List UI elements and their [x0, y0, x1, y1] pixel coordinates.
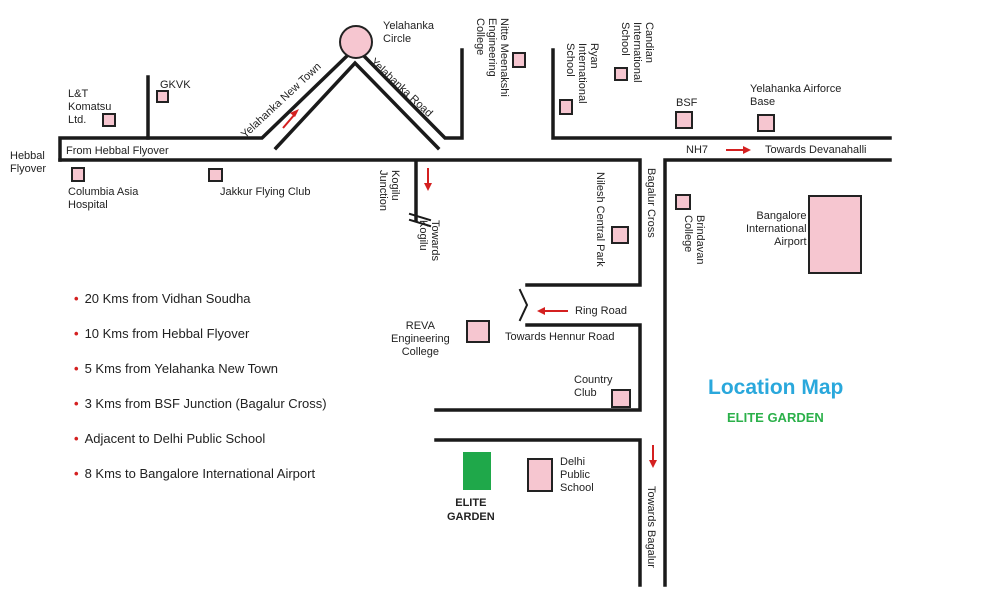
- label-yelahanka-circle: Yelahanka Circle: [383, 20, 434, 45]
- arrow-ring-road: [537, 307, 568, 315]
- highlight-text: 20 Kms from Vidhan Soudha: [84, 291, 251, 306]
- highlight-item: • 10 Kms from Hebbal Flyover: [74, 325, 327, 360]
- label-brindavan: Brindavan College: [682, 215, 706, 265]
- landmarks: [71, 52, 862, 492]
- highlight-item: • 8 Kms to Bangalore International Airpor…: [74, 465, 327, 500]
- highlight-text: 10 Kms from Hebbal Flyover: [84, 326, 250, 341]
- label-bsf: BSF: [676, 97, 698, 109]
- highlight-item: • 3 Kms from BSF Junction (Bagalur Cross): [74, 395, 327, 430]
- label-gkvk: GKVK: [160, 79, 191, 91]
- road-inner-triangle: [273, 60, 441, 151]
- nitte-marker: [512, 52, 526, 68]
- reva-marker: [466, 320, 490, 343]
- bullet-dot: •: [74, 466, 79, 481]
- label-nitte: Nitte Meenakshi Engineering College: [474, 18, 510, 97]
- airforce-marker: [757, 114, 775, 132]
- label-kogilu-junction: Kogilu Junction: [377, 170, 401, 211]
- label-towards-bagalur: Towards Bagalur: [645, 486, 657, 568]
- bullet-dot: •: [74, 326, 79, 341]
- road-lower: [434, 438, 642, 587]
- bullet-dot: •: [74, 291, 79, 306]
- label-candian: Candian International School: [619, 22, 655, 83]
- direction-arrows: [282, 109, 751, 468]
- label-elite-garden: ELITE GARDEN: [447, 497, 495, 523]
- gkvk-marker: [156, 90, 169, 103]
- road-north-left: [58, 75, 150, 162]
- bullet-dot: •: [74, 431, 79, 446]
- highlight-text: 5 Kms from Yelahanka New Town: [84, 361, 278, 376]
- dps-marker: [527, 458, 553, 492]
- highlight-item: • 20 Kms from Vidhan Soudha: [74, 290, 327, 325]
- label-ring-road: Ring Road: [575, 305, 627, 317]
- roads: [58, 48, 892, 587]
- label-reva: REVA Engineering College: [391, 320, 450, 358]
- label-ryan: Ryan International School: [564, 43, 600, 104]
- columbia-asia-marker: [71, 167, 85, 182]
- label-nilesh: Nilesh Central Park: [594, 172, 606, 267]
- road-south-main: [58, 158, 642, 287]
- elite-garden-marker: [463, 452, 491, 490]
- jakkur-marker: [208, 168, 223, 182]
- label-jakkur: Jakkur Flying Club: [220, 186, 311, 198]
- nilesh-marker: [611, 226, 629, 244]
- map-subtitle: ELITE GARDEN: [727, 410, 824, 425]
- road-yelahanka-new-town: [146, 52, 351, 140]
- label-delhi-public-school: Delhi Public School: [560, 456, 594, 494]
- label-bangalore-airport: Bangalore International Airport: [746, 210, 807, 248]
- brindavan-marker: [675, 194, 691, 210]
- candian-marker: [614, 67, 628, 81]
- road-yelahanka-road: [360, 48, 464, 140]
- highlight-item: • 5 Kms from Yelahanka New Town: [74, 360, 327, 395]
- label-bagalur-cross: Bagalur Cross: [645, 168, 657, 238]
- label-hebbal-flyover: Hebbal Flyover: [10, 150, 47, 175]
- highlight-text: Adjacent to Delhi Public School: [84, 431, 266, 446]
- highlight-item: • Adjacent to Delhi Public School: [74, 430, 327, 465]
- label-towards-devanahalli: Towards Devanahalli: [765, 144, 867, 156]
- label-lt-komatsu: L&T Komatsu Ltd.: [68, 88, 112, 126]
- lt-komatsu-marker: [102, 113, 116, 127]
- highlights-list: • 20 Kms from Vidhan Soudha • 10 Kms from …: [74, 290, 327, 500]
- road-nh7: [551, 48, 892, 140]
- ryan-marker: [559, 99, 573, 115]
- label-columbia-asia: Columbia Asia Hospital: [68, 186, 139, 211]
- road-break-ring: [518, 288, 529, 322]
- highlight-text: 3 Kms from BSF Junction (Bagalur Cross): [84, 396, 327, 411]
- bsf-marker: [675, 111, 693, 129]
- arrow-towards-bagalur: [649, 445, 657, 468]
- map-title: Location Map: [708, 376, 844, 399]
- arrow-yelahanka-new-town: [282, 109, 299, 129]
- arrow-towards-kogilu: [424, 168, 432, 191]
- bullet-dot: •: [74, 396, 79, 411]
- label-towards-kogilu: Towards Kogilu: [417, 220, 441, 261]
- label-country-club: Country Club: [574, 374, 613, 399]
- arrow-towards-devanahalli: [726, 146, 751, 154]
- highlight-text: 8 Kms to Bangalore International Airport: [84, 466, 316, 481]
- label-nh7: NH7: [686, 144, 709, 156]
- bullet-dot: •: [74, 361, 79, 376]
- road-break-kogilu: [408, 212, 432, 228]
- road-ring-south: [434, 323, 642, 412]
- country-club-marker: [611, 389, 631, 408]
- label-towards-hennur: Towards Hennur Road: [505, 331, 615, 343]
- label-from-hebbal-flyover: From Hebbal Flyover: [66, 145, 169, 157]
- road-bagalur-east: [663, 158, 892, 587]
- label-yelahanka-airforce: Yelahanka Airforce Base: [750, 83, 842, 108]
- airport-marker: [808, 195, 862, 274]
- yelahanka-circle-marker: [339, 25, 373, 59]
